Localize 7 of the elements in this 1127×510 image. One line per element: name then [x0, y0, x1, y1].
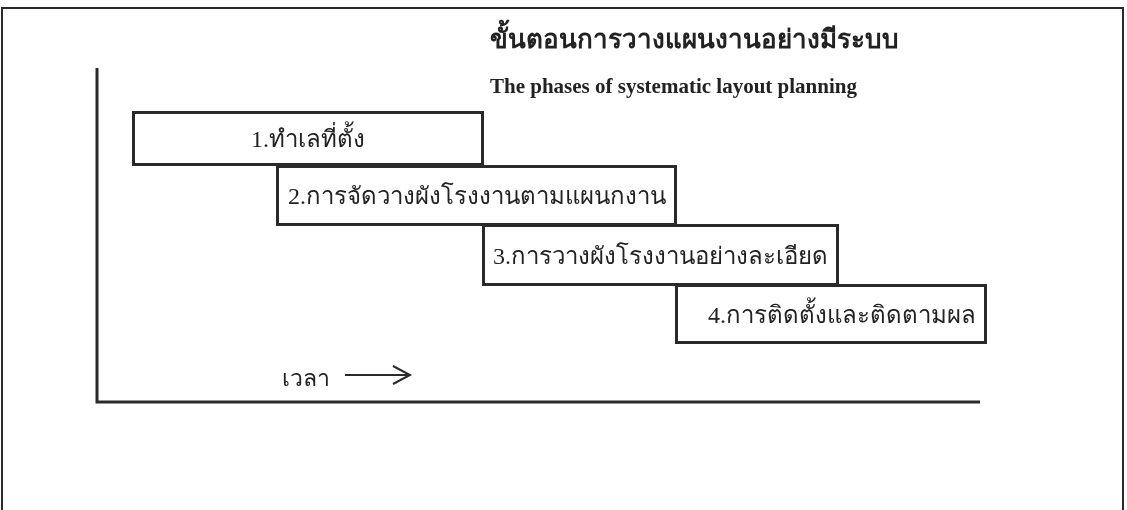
subtitle: The phases of systematic layout planning — [490, 74, 857, 99]
phase-box: 2.การจัดวางผังโรงงานตามแผนกงาน — [276, 165, 677, 226]
axis-label: เวลา — [282, 365, 330, 393]
phase-box: 4.การติดตั้งและติดตามผล — [675, 284, 987, 344]
phase-box: 1.ทำเลที่ตั้ง — [132, 111, 484, 166]
title: ขั้นตอนการวางแผนงานอย่างมีระบบ — [490, 18, 899, 59]
phase-box: 3.การวางผังโรงงานอย่างละเอียด — [482, 224, 839, 286]
